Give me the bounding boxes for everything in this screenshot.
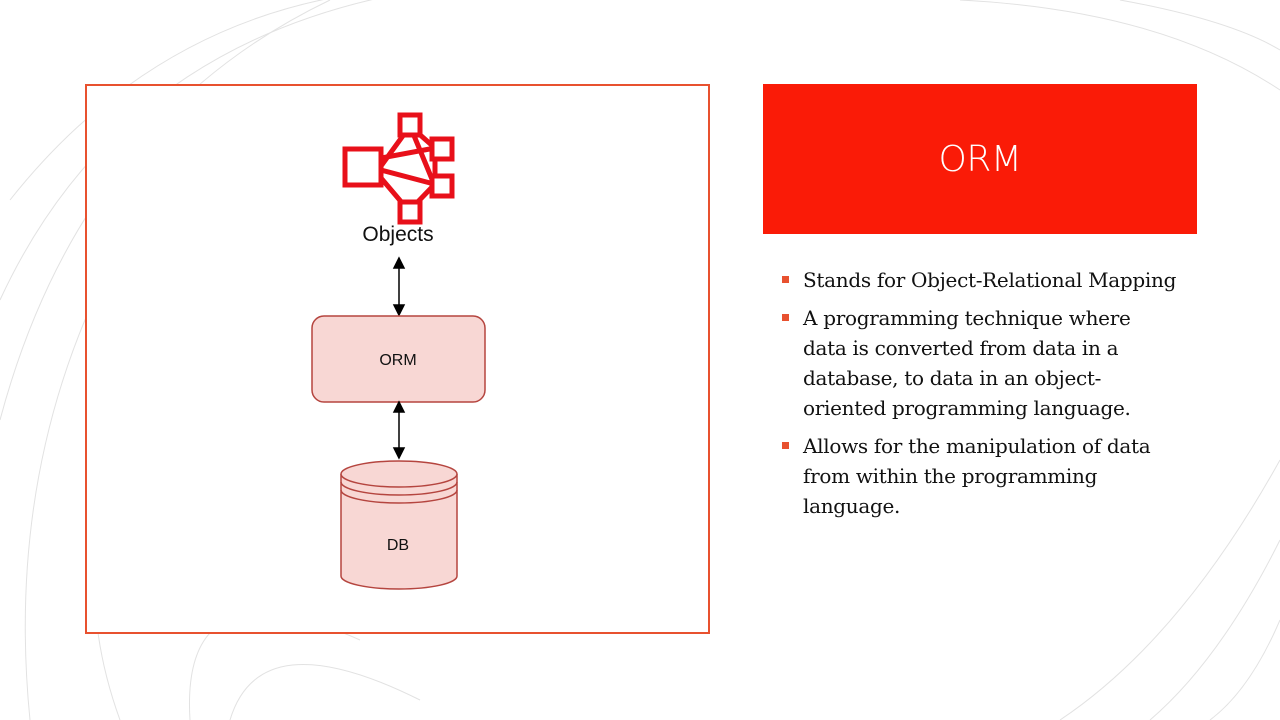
objects-label: Objects: [362, 223, 433, 246]
slide-title: ORM: [938, 138, 1022, 180]
objects-orm-arrow: [392, 256, 406, 317]
diagram-frame: Objects ORM DB: [85, 84, 710, 634]
orm-db-arrow: [392, 400, 406, 460]
database-cylinder-icon: [340, 460, 458, 590]
bullet-text: Stands for Object-Relational Mapping: [803, 268, 1177, 292]
bullet-square-icon: [782, 314, 789, 321]
bullet-text: Allows for the manipulation of data from…: [803, 434, 1151, 518]
bullet-item: Stands for Object-Relational Mapping: [780, 265, 1180, 295]
bullet-list: Stands for Object-Relational Mapping A p…: [780, 265, 1180, 529]
bullet-square-icon: [782, 276, 789, 283]
bullet-item: A programming technique where data is co…: [780, 303, 1180, 423]
orm-node-label: ORM: [379, 352, 416, 369]
bullet-square-icon: [782, 442, 789, 449]
bullet-item: Allows for the manipulation of data from…: [780, 431, 1180, 521]
orm-diagram: Objects ORM DB: [311, 112, 486, 590]
network-objects-icon: [342, 112, 455, 225]
title-banner: ORM: [763, 84, 1197, 234]
db-node-label: DB: [387, 537, 409, 554]
bullet-text: A programming technique where data is co…: [803, 306, 1131, 420]
